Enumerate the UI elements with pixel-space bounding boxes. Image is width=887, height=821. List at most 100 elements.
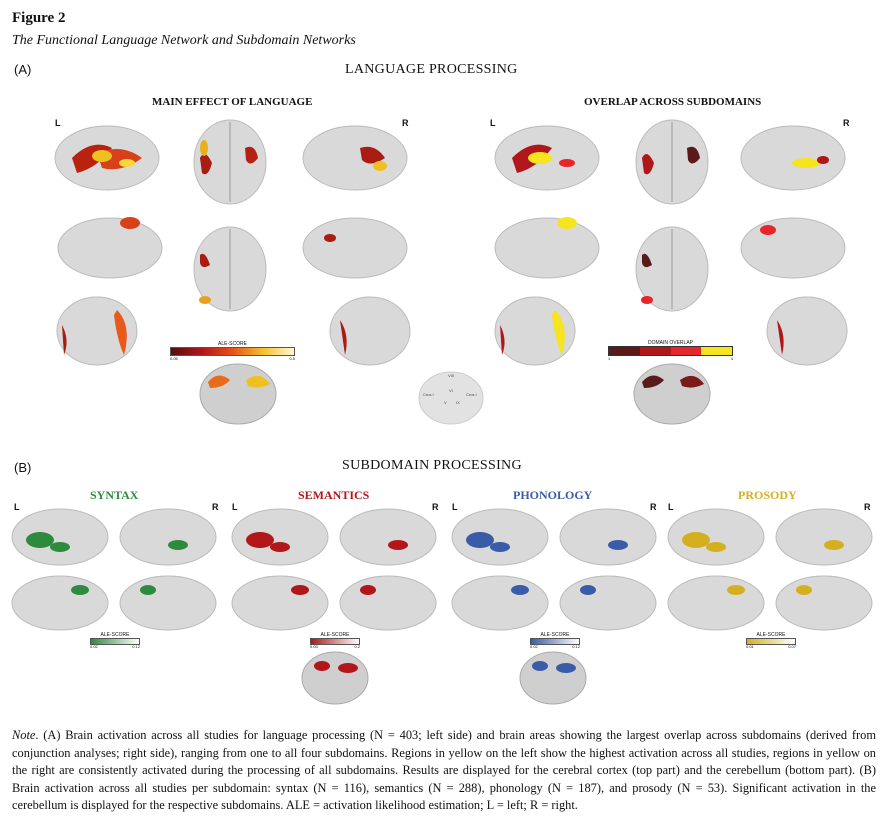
- ale-colorbar: ALE-SCORE 0.05 0.5: [170, 341, 295, 361]
- overlap-swatch: [701, 347, 732, 355]
- lobule-label: IX: [456, 400, 460, 405]
- prosody-medial-left-brain-image: [667, 575, 765, 631]
- overlap-swatch: [609, 347, 640, 355]
- ale-gradient: [170, 347, 295, 356]
- overlap-min-tick: 1: [608, 356, 611, 361]
- phonology-gradient: [530, 638, 580, 645]
- phonology-colorbar: ALE-SCORE 0.02 0.12: [530, 632, 580, 649]
- note-text: . (A) Brain activation across all studie…: [12, 728, 876, 813]
- medial-left-brain-image: [57, 217, 163, 279]
- prosody-min-tick: 0.01: [746, 644, 754, 649]
- cerebellum-overlap-image: [633, 363, 711, 425]
- figure-title: Figure 2: [12, 10, 66, 26]
- phonology-left-label: L: [452, 502, 458, 512]
- syntax-left-label: L: [14, 502, 20, 512]
- panel-b-title: SUBDOMAIN PROCESSING: [342, 458, 522, 473]
- lobule-label: Crus I: [423, 392, 434, 397]
- prosody-title: PROSODY: [738, 488, 797, 502]
- phonology-colorbar-title: ALE-SCORE: [540, 632, 570, 638]
- panel-a-title: LANGUAGE PROCESSING: [345, 62, 518, 77]
- overlap-posterior-brain-image: [766, 296, 848, 366]
- overlap-lateral-left-brain-image: [494, 125, 600, 191]
- figure-note: Note. (A) Brain activation across all st…: [12, 727, 876, 815]
- overlap-medial-left-brain-image: [494, 217, 600, 279]
- overlap-colorbar-title: DOMAIN OVERLAP: [647, 340, 693, 346]
- prosody-left-label: L: [668, 502, 674, 512]
- semantics-min-tick: 0.03: [310, 644, 318, 649]
- figure-subtitle: The Functional Language Network and Subd…: [12, 33, 356, 48]
- prosody-gradient: [746, 638, 796, 645]
- ventral-brain-image: [193, 226, 267, 312]
- domain-overlap-colorbar: DOMAIN OVERLAP 1 4: [608, 340, 733, 361]
- syntax-lateral-right-brain-image: [119, 508, 217, 566]
- lobule-label: VIII: [448, 373, 455, 378]
- overlap-lateral-right-brain-image: [740, 125, 846, 191]
- syntax-min-tick: 0.02: [90, 644, 98, 649]
- panel-b-label: (B): [14, 460, 32, 475]
- panel-a-label: (A): [14, 62, 32, 77]
- lateral-left-brain-image: [54, 125, 160, 191]
- syntax-colorbar: ALE-SCORE 0.02 0.12: [90, 632, 140, 649]
- semantics-lateral-left-brain-image: [231, 508, 329, 566]
- prosody-right-label: R: [864, 502, 871, 512]
- syntax-colorbar-title: ALE-SCORE: [100, 632, 130, 638]
- syntax-medial-left-brain-image: [11, 575, 109, 631]
- overlap-anterior-brain-image: [494, 296, 576, 366]
- overlap-swatches: [608, 346, 733, 356]
- syntax-lateral-left-brain-image: [11, 508, 109, 566]
- semantics-lateral-right-brain-image: [339, 508, 437, 566]
- cerebellum-main-effect-image: [199, 363, 277, 425]
- prosody-medial-right-brain-image: [775, 575, 873, 631]
- right-hemisphere-label: R: [843, 118, 850, 128]
- phonology-title: PHONOLOGY: [513, 488, 593, 502]
- note-lead: Note: [12, 728, 36, 742]
- prosody-lateral-left-brain-image: [667, 508, 765, 566]
- prosody-colorbar-title: ALE-SCORE: [756, 632, 786, 638]
- phonology-lateral-right-brain-image: [559, 508, 657, 566]
- ale-min-tick: 0.05: [170, 356, 178, 361]
- anterior-brain-image: [56, 296, 138, 366]
- prosody-lateral-right-brain-image: [775, 508, 873, 566]
- overlap-dorsal-brain-image: [635, 119, 709, 205]
- phonology-medial-right-brain-image: [559, 575, 657, 631]
- overlap-swatch: [639, 347, 671, 355]
- left-hemisphere-label: L: [55, 118, 61, 128]
- overlap-swatch: [670, 347, 702, 355]
- lateral-right-brain-image: [302, 125, 408, 191]
- phonology-medial-left-brain-image: [451, 575, 549, 631]
- main-effect-title: MAIN EFFECT OF LANGUAGE: [152, 96, 313, 108]
- lobule-label: Crus I: [466, 392, 477, 397]
- lobule-label: V: [444, 400, 447, 405]
- cerebellum-atlas-image: [418, 371, 484, 425]
- semantics-gradient: [310, 638, 360, 645]
- syntax-title: SYNTAX: [90, 488, 139, 502]
- right-hemisphere-label: R: [402, 118, 409, 128]
- semantics-max-tick: 0.2: [354, 644, 360, 649]
- syntax-medial-right-brain-image: [119, 575, 217, 631]
- phonology-min-tick: 0.02: [530, 644, 538, 649]
- syntax-max-tick: 0.12: [132, 644, 140, 649]
- lobule-label: VI: [449, 388, 453, 393]
- semantics-cerebellum-image: [301, 651, 369, 705]
- syntax-right-label: R: [212, 502, 219, 512]
- overlap-title: OVERLAP ACROSS SUBDOMAINS: [584, 96, 762, 108]
- overlap-medial-right-brain-image: [740, 217, 846, 279]
- ale-colorbar-title: ALE-SCORE: [218, 341, 247, 347]
- prosody-colorbar: ALE-SCORE 0.01 0.07: [746, 632, 796, 649]
- semantics-colorbar-title: ALE-SCORE: [320, 632, 350, 638]
- semantics-medial-left-brain-image: [231, 575, 329, 631]
- cerebellum-atlas-labels: VIII Crus I Crus I VI V IX: [418, 368, 484, 428]
- posterior-brain-image: [329, 296, 411, 366]
- prosody-max-tick: 0.07: [788, 644, 796, 649]
- dorsal-brain-image: [193, 119, 267, 205]
- syntax-gradient: [90, 638, 140, 645]
- semantics-title: SEMANTICS: [298, 488, 370, 502]
- phonology-max-tick: 0.12: [572, 644, 580, 649]
- semantics-medial-right-brain-image: [339, 575, 437, 631]
- ale-max-tick: 0.5: [289, 356, 295, 361]
- phonology-lateral-left-brain-image: [451, 508, 549, 566]
- semantics-left-label: L: [232, 502, 238, 512]
- left-hemisphere-label: L: [490, 118, 496, 128]
- phonology-right-label: R: [650, 502, 657, 512]
- semantics-right-label: R: [432, 502, 439, 512]
